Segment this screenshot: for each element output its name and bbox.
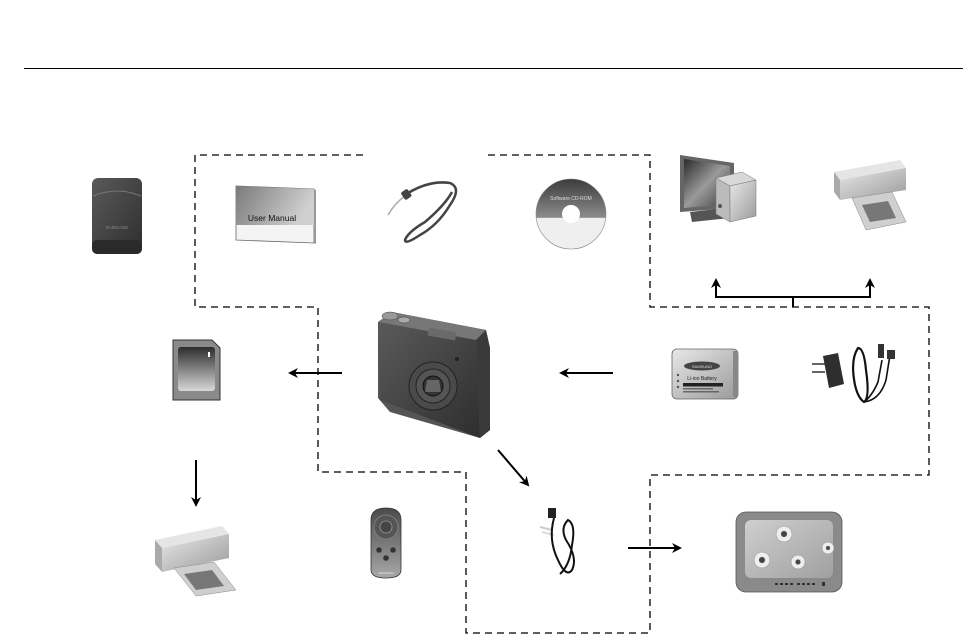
pictbridge-printer-icon[interactable] xyxy=(834,160,906,230)
dpof-printer-icon[interactable] xyxy=(155,526,236,596)
case-brand-text: SAMSUNG xyxy=(106,225,129,230)
camera-case-icon[interactable]: SAMSUNG xyxy=(92,178,142,254)
computer-icon[interactable] xyxy=(680,155,756,222)
strap-icon[interactable] xyxy=(388,182,456,241)
camera-icon[interactable] xyxy=(378,312,490,438)
battery-icon[interactable]: SAMSUNG Li-ion Battery xyxy=(672,349,738,399)
connection-arrows-to-pc-printer xyxy=(716,280,870,307)
remote-brand-text: SAMSUNG xyxy=(378,571,394,575)
arrow-to-computer xyxy=(716,280,793,297)
tv-icon[interactable] xyxy=(736,512,842,592)
battery-label: Li-ion Battery xyxy=(687,376,717,382)
av-cable-icon[interactable] xyxy=(540,508,574,574)
sd-card-icon[interactable] xyxy=(173,340,220,400)
user-manual-label: User Manual xyxy=(248,213,296,223)
cd-label: Software CD-ROM xyxy=(550,196,592,202)
charger-cable-icon[interactable] xyxy=(812,344,895,402)
remote-control-icon[interactable]: SAMSUNG xyxy=(371,508,401,578)
software-cd-icon[interactable]: Software CD-ROM xyxy=(536,179,606,249)
user-manual-icon[interactable]: User Manual xyxy=(236,186,316,244)
battery-brand-text: SAMSUNG xyxy=(692,364,712,369)
arrow-to-printer xyxy=(793,280,870,297)
arrow-camera-to-av-cable xyxy=(498,450,528,485)
